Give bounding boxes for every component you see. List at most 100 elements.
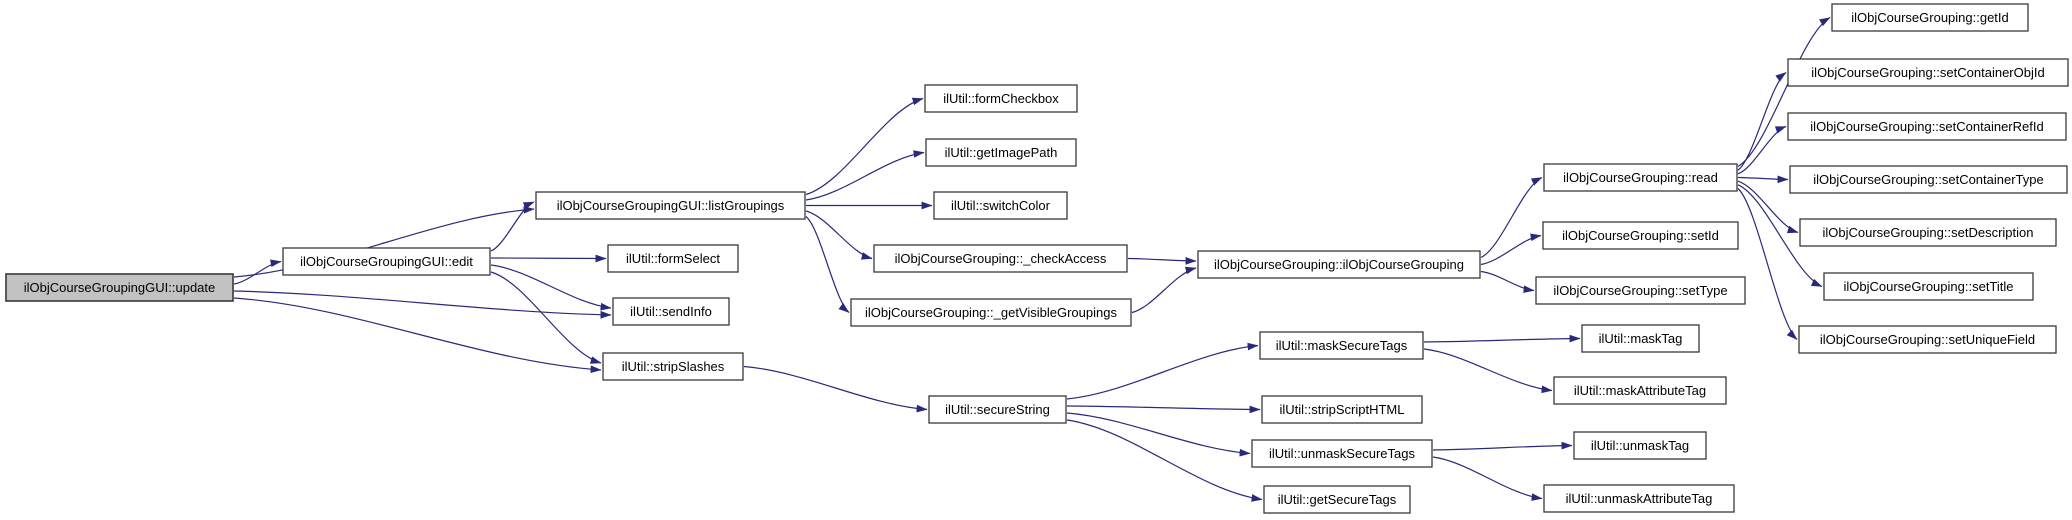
node-box-getId[interactable]: [1831, 3, 2029, 32]
node-label-maskTag: ilUtil::maskTag: [1599, 331, 1683, 346]
edge-update-edit: [233, 259, 282, 285]
node-box-setType[interactable]: [1535, 276, 1746, 305]
node-box-getImagePath[interactable]: [925, 138, 1077, 167]
node-update[interactable]: ilObjCourseGroupingGUI::update: [5, 273, 234, 302]
edge-secureString-maskSecureTags: [1066, 342, 1259, 400]
node-box-unmaskSecureTags[interactable]: [1251, 439, 1433, 468]
edge-ctor-setType: [1480, 270, 1535, 293]
node-formSelect[interactable]: ilUtil::formSelect: [607, 244, 739, 273]
edge-edit-sendInfo: [490, 264, 612, 311]
edge-maskSecureTags-maskAttributeTag: [1423, 348, 1553, 394]
node-box-stripSlashes[interactable]: [602, 352, 744, 381]
node-ctor[interactable]: ilObjCourseGrouping::ilObjCourseGrouping: [1197, 250, 1481, 279]
node-setUniqueField[interactable]: ilObjCourseGrouping::setUniqueField: [1798, 325, 2057, 354]
node-box-unmaskAttributeTag[interactable]: [1543, 484, 1735, 513]
node-label-maskSecureTags: ilUtil::maskSecureTags: [1276, 338, 1408, 353]
node-box-edit[interactable]: [282, 247, 491, 276]
node-box-sendInfo[interactable]: [612, 297, 730, 326]
edge-edit-formSelect: [490, 254, 607, 263]
edge-read-setDescription: [1737, 180, 1799, 234]
node-box-setContainerObjId[interactable]: [1787, 58, 2069, 87]
nodes: ilObjCourseGroupingGUI::updateilObjCours…: [5, 3, 2069, 514]
node-listGroupings[interactable]: ilObjCourseGroupingGUI::listGroupings: [535, 191, 806, 220]
node-box-setContainerType[interactable]: [1789, 165, 2068, 194]
node-getImagePath[interactable]: ilUtil::getImagePath: [925, 138, 1077, 167]
edge-read-setUniqueField: [1737, 188, 1798, 340]
node-box-getVisibleGroupings[interactable]: [850, 298, 1132, 327]
edge-listGroupings-formCheckbox: [805, 97, 924, 196]
edge-read-setContainerRefId: [1737, 125, 1787, 175]
node-setContainerRefId[interactable]: ilObjCourseGrouping::setContainerRefId: [1787, 112, 2067, 141]
node-box-setContainerRefId[interactable]: [1787, 112, 2067, 141]
node-maskAttributeTag[interactable]: ilUtil::maskAttributeTag: [1553, 376, 1727, 405]
node-label-setContainerType: ilObjCourseGrouping::setContainerType: [1813, 172, 2044, 187]
node-maskTag[interactable]: ilUtil::maskTag: [1581, 324, 1700, 353]
node-setType[interactable]: ilObjCourseGrouping::setType: [1535, 276, 1746, 305]
node-box-secureString[interactable]: [928, 395, 1067, 424]
edge-listGroupings-getImagePath: [805, 150, 925, 201]
edge-update-sendInfo: [233, 290, 612, 319]
node-box-setId[interactable]: [1542, 221, 1739, 250]
node-label-unmaskSecureTags: ilUtil::unmaskSecureTags: [1269, 446, 1415, 461]
edge-edit-listGroupings: [490, 201, 535, 252]
node-label-setUniqueField: ilObjCourseGrouping::setUniqueField: [1820, 332, 2035, 347]
node-box-getSecureTags[interactable]: [1263, 485, 1411, 514]
node-setTitle[interactable]: ilObjCourseGrouping::setTitle: [1823, 272, 2034, 301]
node-box-read[interactable]: [1543, 163, 1738, 192]
node-box-formCheckbox[interactable]: [924, 84, 1078, 113]
node-box-switchColor[interactable]: [933, 191, 1068, 220]
node-switchColor[interactable]: ilUtil::switchColor: [933, 191, 1068, 220]
node-box-setTitle[interactable]: [1823, 272, 2034, 301]
node-edit[interactable]: ilObjCourseGroupingGUI::edit: [282, 247, 491, 276]
node-unmaskAttributeTag[interactable]: ilUtil::unmaskAttributeTag: [1543, 484, 1735, 513]
edge-read-setTitle: [1737, 184, 1823, 288]
node-label-sendInfo: ilUtil::sendInfo: [630, 304, 712, 319]
node-box-stripScriptHTML[interactable]: [1261, 395, 1423, 424]
node-getSecureTags[interactable]: ilUtil::getSecureTags: [1263, 485, 1411, 514]
node-unmaskTag[interactable]: ilUtil::unmaskTag: [1573, 431, 1707, 460]
edges: [233, 16, 1831, 502]
node-setDescription[interactable]: ilObjCourseGrouping::setDescription: [1799, 218, 2057, 247]
node-setContainerObjId[interactable]: ilObjCourseGrouping::setContainerObjId: [1787, 58, 2069, 87]
node-box-maskSecureTags[interactable]: [1259, 331, 1424, 360]
edge-secureString-unmaskSecureTags: [1066, 412, 1251, 457]
node-unmaskSecureTags[interactable]: ilUtil::unmaskSecureTags: [1251, 439, 1433, 468]
node-formCheckbox[interactable]: ilUtil::formCheckbox: [924, 84, 1078, 113]
node-stripScriptHTML[interactable]: ilUtil::stripScriptHTML: [1261, 395, 1423, 424]
edge-read-setContainerType: [1737, 175, 1789, 184]
node-stripSlashes[interactable]: ilUtil::stripSlashes: [602, 352, 744, 381]
edge-getVisibleGroupings-ctor: [1131, 266, 1197, 314]
node-setId[interactable]: ilObjCourseGrouping::setId: [1542, 221, 1739, 250]
node-box-formSelect[interactable]: [607, 244, 739, 273]
edge-secureString-getSecureTags: [1066, 419, 1263, 502]
node-maskSecureTags[interactable]: ilUtil::maskSecureTags: [1259, 331, 1424, 360]
node-checkAccess[interactable]: ilObjCourseGrouping::_checkAccess: [873, 244, 1128, 273]
node-label-read: ilObjCourseGrouping::read: [1563, 170, 1718, 185]
node-label-getId: ilObjCourseGrouping::getId: [1851, 10, 2009, 25]
node-getVisibleGroupings[interactable]: ilObjCourseGrouping::_getVisibleGrouping…: [850, 298, 1132, 327]
node-label-setContainerRefId: ilObjCourseGrouping::setContainerRefId: [1810, 119, 2043, 134]
node-label-getSecureTags: ilUtil::getSecureTags: [1278, 492, 1397, 507]
node-box-maskAttributeTag[interactable]: [1553, 376, 1727, 405]
node-secureString[interactable]: ilUtil::secureString: [928, 395, 1067, 424]
node-box-maskTag[interactable]: [1581, 324, 1700, 353]
edge-listGroupings-checkAccess: [805, 210, 873, 260]
node-label-formSelect: ilUtil::formSelect: [626, 251, 720, 266]
node-label-getImagePath: ilUtil::getImagePath: [945, 145, 1058, 160]
node-label-checkAccess: ilObjCourseGrouping::_checkAccess: [895, 251, 1107, 266]
node-setContainerType[interactable]: ilObjCourseGrouping::setContainerType: [1789, 165, 2068, 194]
node-box-setDescription[interactable]: [1799, 218, 2057, 247]
edge-read-getId: [1737, 16, 1831, 168]
node-label-edit: ilObjCourseGroupingGUI::edit: [300, 254, 473, 269]
node-box-checkAccess[interactable]: [873, 244, 1128, 273]
node-sendInfo[interactable]: ilUtil::sendInfo: [612, 297, 730, 326]
node-box-update[interactable]: [5, 273, 234, 302]
node-box-setUniqueField[interactable]: [1798, 325, 2057, 354]
node-read[interactable]: ilObjCourseGrouping::read: [1543, 163, 1738, 192]
node-getId[interactable]: ilObjCourseGrouping::getId: [1831, 3, 2029, 32]
edge-checkAccess-ctor: [1127, 257, 1197, 265]
node-box-ctor[interactable]: [1197, 250, 1481, 279]
node-box-listGroupings[interactable]: [535, 191, 806, 220]
node-box-unmaskTag[interactable]: [1573, 431, 1707, 460]
